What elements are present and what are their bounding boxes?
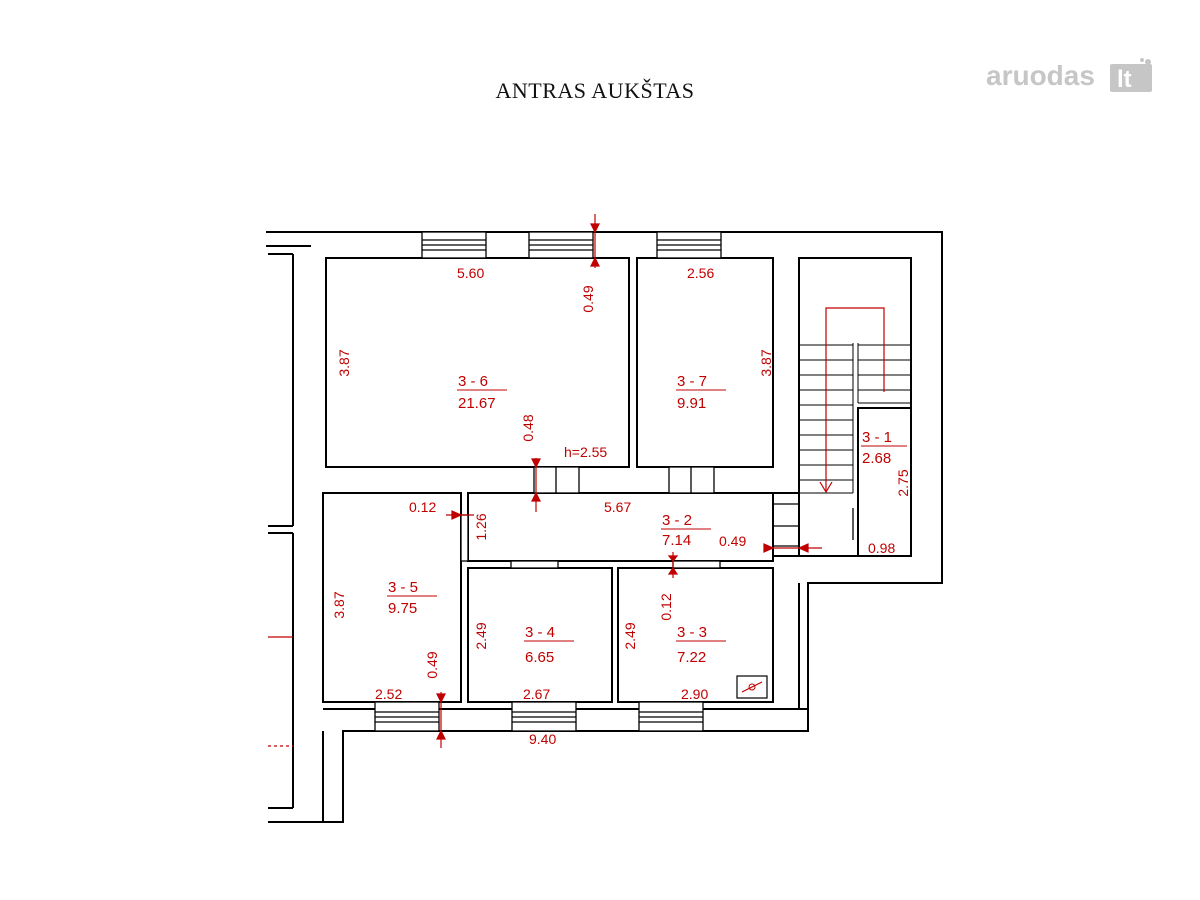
room-3-4-label: 3 - 4 6.65 [524,624,574,666]
dim-r34-height: 2.49 [473,622,489,649]
dim-r36-width: 5.60 [457,265,484,281]
dimension-markers [268,214,822,748]
dim-total-width: 9.40 [529,731,556,747]
room-number: 3 - 1 [862,429,892,446]
dim-r35-height: 3.87 [331,591,347,618]
room-3-7-label: 3 - 7 9.91 [676,373,726,412]
dim-r35-wall: 0.49 [424,651,440,678]
room-area: 6.65 [525,649,554,666]
dim-r33-wall: 0.12 [658,593,674,620]
dim-ceiling-height: h=2.55 [564,444,607,460]
stair-arrow-icon [819,307,885,494]
room-3-6-label: 3 - 6 21.67 [457,373,507,412]
room-number: 3 - 5 [388,579,418,596]
room-3-3-label: 3 - 3 7.22 [676,624,726,666]
dim-inner-wall: 0.48 [520,414,536,441]
walls [266,231,943,823]
room-area: 7.14 [662,532,691,549]
room-3-5-label: 3 - 5 9.75 [387,579,437,617]
dim-r33-height: 2.49 [622,622,638,649]
plan-title: ANTRAS AUKŠTAS [495,78,695,103]
dim-r37-height: 3.87 [758,349,774,376]
room-area: 9.91 [677,395,706,412]
dim-r31-height: 2.75 [895,469,911,496]
room-area: 7.22 [677,649,706,666]
dim-r35-width: 2.52 [375,686,402,702]
svg-text:lt: lt [1117,66,1132,93]
dim-r31-width: 0.98 [868,540,895,556]
room-area: 2.68 [862,450,891,467]
room-number: 3 - 6 [458,373,488,390]
dim-r36-height: 3.87 [336,349,352,376]
dim-r37-width: 2.56 [687,265,714,281]
dim-r34-width: 2.67 [523,686,550,702]
windows [374,231,722,732]
room-number: 3 - 4 [525,624,555,641]
dim-r33-width: 2.90 [681,686,708,702]
dim-corridor-wall: 0.12 [409,499,436,515]
room-area: 9.75 [388,600,417,617]
aruodas-logo: aruodas lt [986,58,1152,93]
dim-top-wall: 0.49 [580,285,596,312]
room-number: 3 - 3 [677,624,707,641]
dim-corridor-width: 1.26 [473,513,489,540]
water-heater-icon [736,675,768,699]
door-openings [460,466,854,569]
room-number: 3 - 7 [677,373,707,390]
dim-corridor-length: 5.67 [604,499,631,515]
svg-text:aruodas: aruodas [986,60,1095,91]
room-number: 3 - 2 [662,512,692,529]
room-3-1-label: 3 - 1 2.68 [861,429,907,467]
room-labels: 3 - 6 21.67 3 - 7 9.91 3 - 1 2.68 3 - 2 … [387,373,907,666]
dim-corridor-stair-wall: 0.49 [719,533,746,549]
room-area: 21.67 [458,395,496,412]
room-3-2-label: 3 - 2 7.14 [661,512,711,549]
dimension-labels: 5.60 3.87 0.49 0.48 h=2.55 2.56 3.87 5.6… [331,265,911,747]
